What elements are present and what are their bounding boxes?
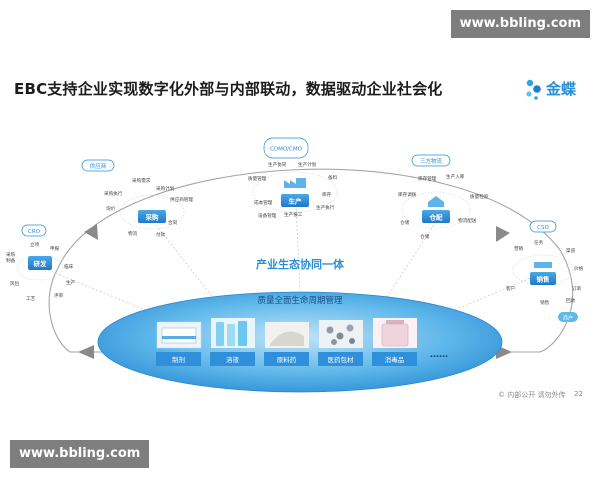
node-production: 生产 CDMO/CMO 生产协同 生产计划 质量管理 备料 成本管理 生产执行 … [248,137,338,219]
note: 制备 [6,257,16,264]
note: 采购需求 [132,177,151,184]
note: 库存 [322,191,332,198]
note: 合同 [168,219,178,226]
factory-icon [284,178,306,188]
eco-label: 产业生态协同一体 [256,257,345,271]
note: 供应商管理 [170,196,193,203]
partner-label: 供应商 [90,162,107,170]
note: 采购执行 [104,190,123,197]
product-label: 溶液 [226,355,240,364]
page-number: 22 [574,390,583,398]
node-warehouse: 仓配 三方物流 库存管理 生产入库 库存调拨 质量检验 仓储 物流配送 仓储 [398,154,489,240]
arrow-right-upper [496,226,510,242]
note: 生产 [66,279,76,286]
note: 临床 [64,263,74,270]
note: 设备管理 [258,212,277,219]
note: 客户 [506,285,515,292]
note: 订单 [572,285,582,292]
products-more: …… [430,350,448,360]
note: 任务 [534,239,544,246]
note: 营销 [514,245,524,252]
page-title: EBC支持企业实现数字化外部与内部联动，数据驱动企业社会化 [14,80,443,98]
note: 付款 [156,231,166,238]
note: 采购 [6,251,16,258]
product-packaging: 医药包材 [318,320,363,366]
footnote: © 内部公开 请勿外传 [498,391,566,399]
node-label: 仓配 [429,213,444,222]
note: 价格 [574,265,584,272]
arrow-left-upper [84,224,98,240]
watermark-bottom: www.bbling.com [10,440,150,468]
warehouse-icon [428,196,444,207]
note: 销售 [540,299,550,306]
sub-partner-label: 商户 [563,315,573,322]
medicine-box-icon [161,327,197,344]
note: 质量管理 [248,175,267,182]
note: 生产入库 [446,173,465,180]
note: 询价 [106,205,116,212]
node-label: 研发 [34,259,48,268]
note: 采购计划 [156,185,175,192]
solution-bottle-icon [216,321,247,346]
node-label: 采购 [146,213,160,222]
note: 生产报工 [284,211,303,218]
note: 申报 [50,245,60,252]
platform-label: 质量全面生命周期管理 [257,295,343,306]
product-solution: 溶液 [210,318,255,366]
note: 工艺 [26,296,36,302]
note: 质量检验 [470,193,489,200]
packaging-material-icon [326,324,355,345]
note: 库存管理 [418,175,437,182]
connector-lines [47,204,546,313]
note: 成本管理 [254,199,273,206]
product-api: 原料药 [264,322,309,366]
note: 评审 [54,292,64,299]
note: 回款 [566,297,576,304]
kingdee-dots-icon [526,79,541,100]
disinfectant-bottle-icon [381,320,409,347]
product-label: 消毒品 [385,355,405,364]
note: 物流 [128,230,138,237]
partner-label: CRO [28,229,41,235]
note: 库存调拨 [398,191,417,198]
product-label: 原料药 [277,355,297,364]
note: 仓储 [420,233,430,240]
note: 渠道 [566,247,576,254]
note: 生产协同 [268,161,287,168]
logo-text: 金蝶 [546,80,577,98]
partner-label: 三方物流 [420,157,443,165]
node-purchase: 采购 供应商 采购需求 采购执行 采购计划 供应商管理 询价 合同 物流 付款 [81,159,193,238]
node-label: 销售 [537,275,550,284]
note: 生产计划 [298,161,317,168]
note: 生产执行 [316,204,335,211]
product-label: 制剂 [172,355,185,364]
node-research: 研发 CRO 立项 申报 采购 制备 临床 风险 工艺 评审 生产 [6,224,76,302]
product-disinfectant: 消毒品 [372,318,417,366]
note: 立项 [30,241,40,248]
product-strip: 制剂 溶液 原料药 [156,318,448,366]
powder-bag-icon [270,331,304,346]
store-icon [534,262,552,268]
note: 风险 [10,280,20,287]
note: 仓储 [400,219,410,226]
product-medicine-box: 制剂 [156,321,202,366]
node-sales: 销售 CSO 商户 营销 任务 渠道 价格 客户 订单 回款 销售 [506,220,584,322]
partner-label: CDMO/CMO [270,147,303,153]
arrow-left-bottom [78,345,94,359]
watermark-top: www.bbling.com [450,10,590,38]
note: 备料 [328,174,338,181]
kingdee-logo: 金蝶 [524,76,594,102]
note: 物流配送 [458,217,477,224]
partner-label: CSO [537,225,549,231]
node-label: 生产 [289,197,303,206]
product-label: 医药包材 [328,355,355,364]
